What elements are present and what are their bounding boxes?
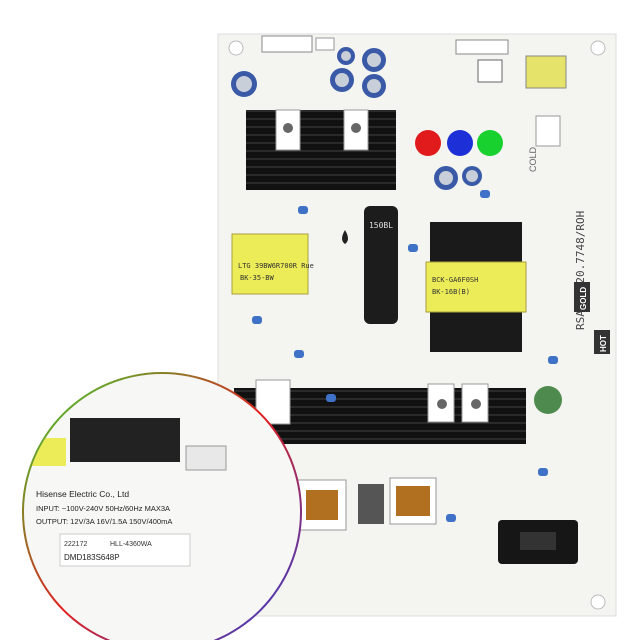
connector-small [315,37,335,51]
transformer-left-label-2: BK-35-BW [240,274,275,282]
green-dot [477,130,503,156]
mount-hole [590,40,606,56]
transformer-left: LTG 39BW6R700R Rue BK-35-BW [231,233,314,295]
choke-winding [306,490,338,520]
small-coil [477,59,503,83]
cold-label: COLD [528,146,538,172]
inset-input: INPUT: ~100V-240V 50Hz/60Hz MAX3A [36,504,170,513]
gold-tag-bg [574,282,590,312]
varistor [534,386,562,414]
relay [535,115,561,147]
blue-dot [447,130,473,156]
cap-label: 150BL [369,221,393,230]
board-model-text: RSAG7.820.7748/ROH [574,211,587,330]
choke-winding [396,486,430,516]
inset-code: 222172 [64,541,87,548]
connector-top [261,35,313,53]
bulk-capacitor: 150BL [364,206,398,324]
mount-hole [590,594,606,610]
red-dot [415,130,441,156]
x-capacitor [358,484,384,524]
inset-output: OUTPUT: 12V/3A 16V/1.5A 150V/400mA [36,517,172,526]
hot-tag-bg [594,330,610,354]
capacitor-cluster [231,47,386,98]
gold-tag: GOLD [579,287,588,310]
inset-serial: DMD183S648P [64,553,120,562]
inset-brand: Hisense Electric Co., Ltd [36,489,129,499]
connector-top-right [455,39,509,55]
heatsink-top [246,110,396,190]
small-transformer [525,55,567,89]
hot-tag: HOT [599,335,608,352]
ceramic-capacitors [252,190,558,532]
transformer-right-label-2: BK-16B(B) [432,288,470,296]
drop-icon [342,230,348,244]
mount-hole [228,40,244,56]
transformer-left-label: LTG 39BW6R700R Rue [238,262,314,270]
inset-model: HLL-4360WA [110,541,152,548]
transformer-right: BCK-GA6F0SH BK-16B(B) [425,222,527,352]
transformer-right-label: BCK-GA6F0SH [432,276,478,284]
